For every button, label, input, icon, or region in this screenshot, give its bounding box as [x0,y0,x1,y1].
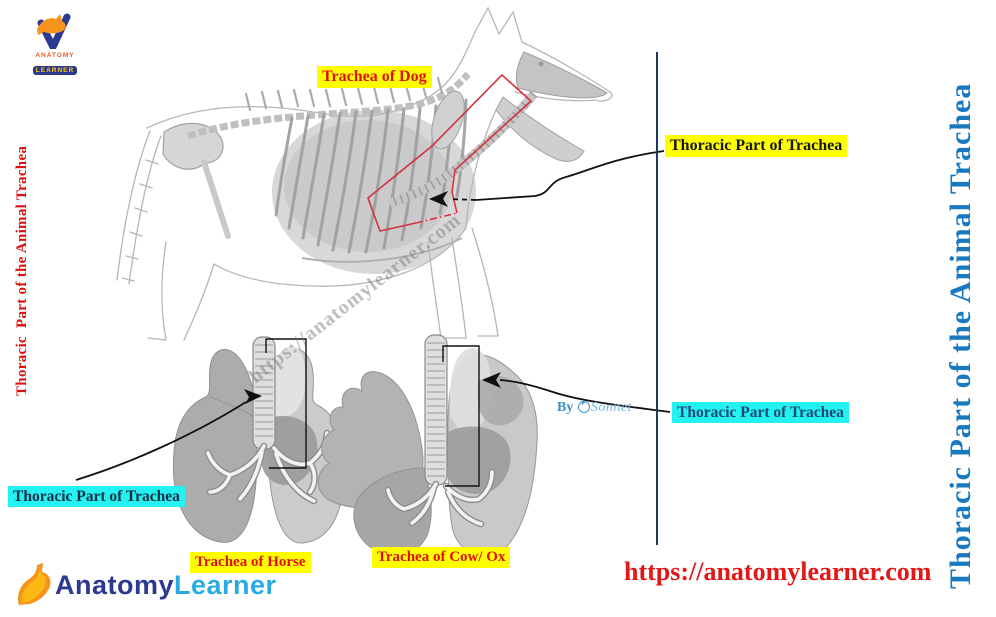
vertical-divider-line [656,52,658,545]
label-thoracic-part-horse: Thoracic Part of Trachea [8,486,185,508]
logo-word-learner: Learner [174,569,277,600]
logo-word-anatomy: Anatomy [55,569,175,600]
cow-trachea [424,334,448,486]
label-trachea-of-dog: Trachea of Dog [317,66,432,88]
signature-name-text: Sonnet [590,400,632,415]
signature-by-text: By [557,400,574,415]
anatomylearner-badge: ANATOMY LEARNER [28,13,82,77]
goat-over-v-icon [37,13,71,51]
badge-learner-text: LEARNER [32,66,78,75]
cow-trachea-bracket [442,345,480,487]
badge-anatomy-text: ANATOMY [35,52,75,59]
label-trachea-of-cow: Trachea of Cow/ Ox [372,547,511,568]
red-trachea-outline [367,73,532,232]
right-vertical-title: Thoracic Part of the Animal Trachea [944,82,977,589]
site-url-text: https://anatomylearner.com [624,557,932,586]
dog-trachea [388,91,538,208]
watermark-text: https://anatomylearner.com [244,208,466,388]
left-vertical-title: Thoracic Part of the Animal Trachea [14,145,30,396]
label-thoracic-part-cow: Thoracic Part of Trachea [672,402,849,424]
signature: By Sonnet [557,400,632,416]
label-thoracic-part-dog: Thoracic Part of Trachea [665,135,848,157]
arrow-to-horse-trachea [75,389,262,481]
signature-logo-icon [577,401,590,413]
leaping-goat-icon [18,563,51,605]
arrow-to-dog-trachea [429,150,665,207]
cow-lungs-illustration [317,334,538,557]
label-trachea-of-horse: Trachea of Horse [190,552,311,573]
